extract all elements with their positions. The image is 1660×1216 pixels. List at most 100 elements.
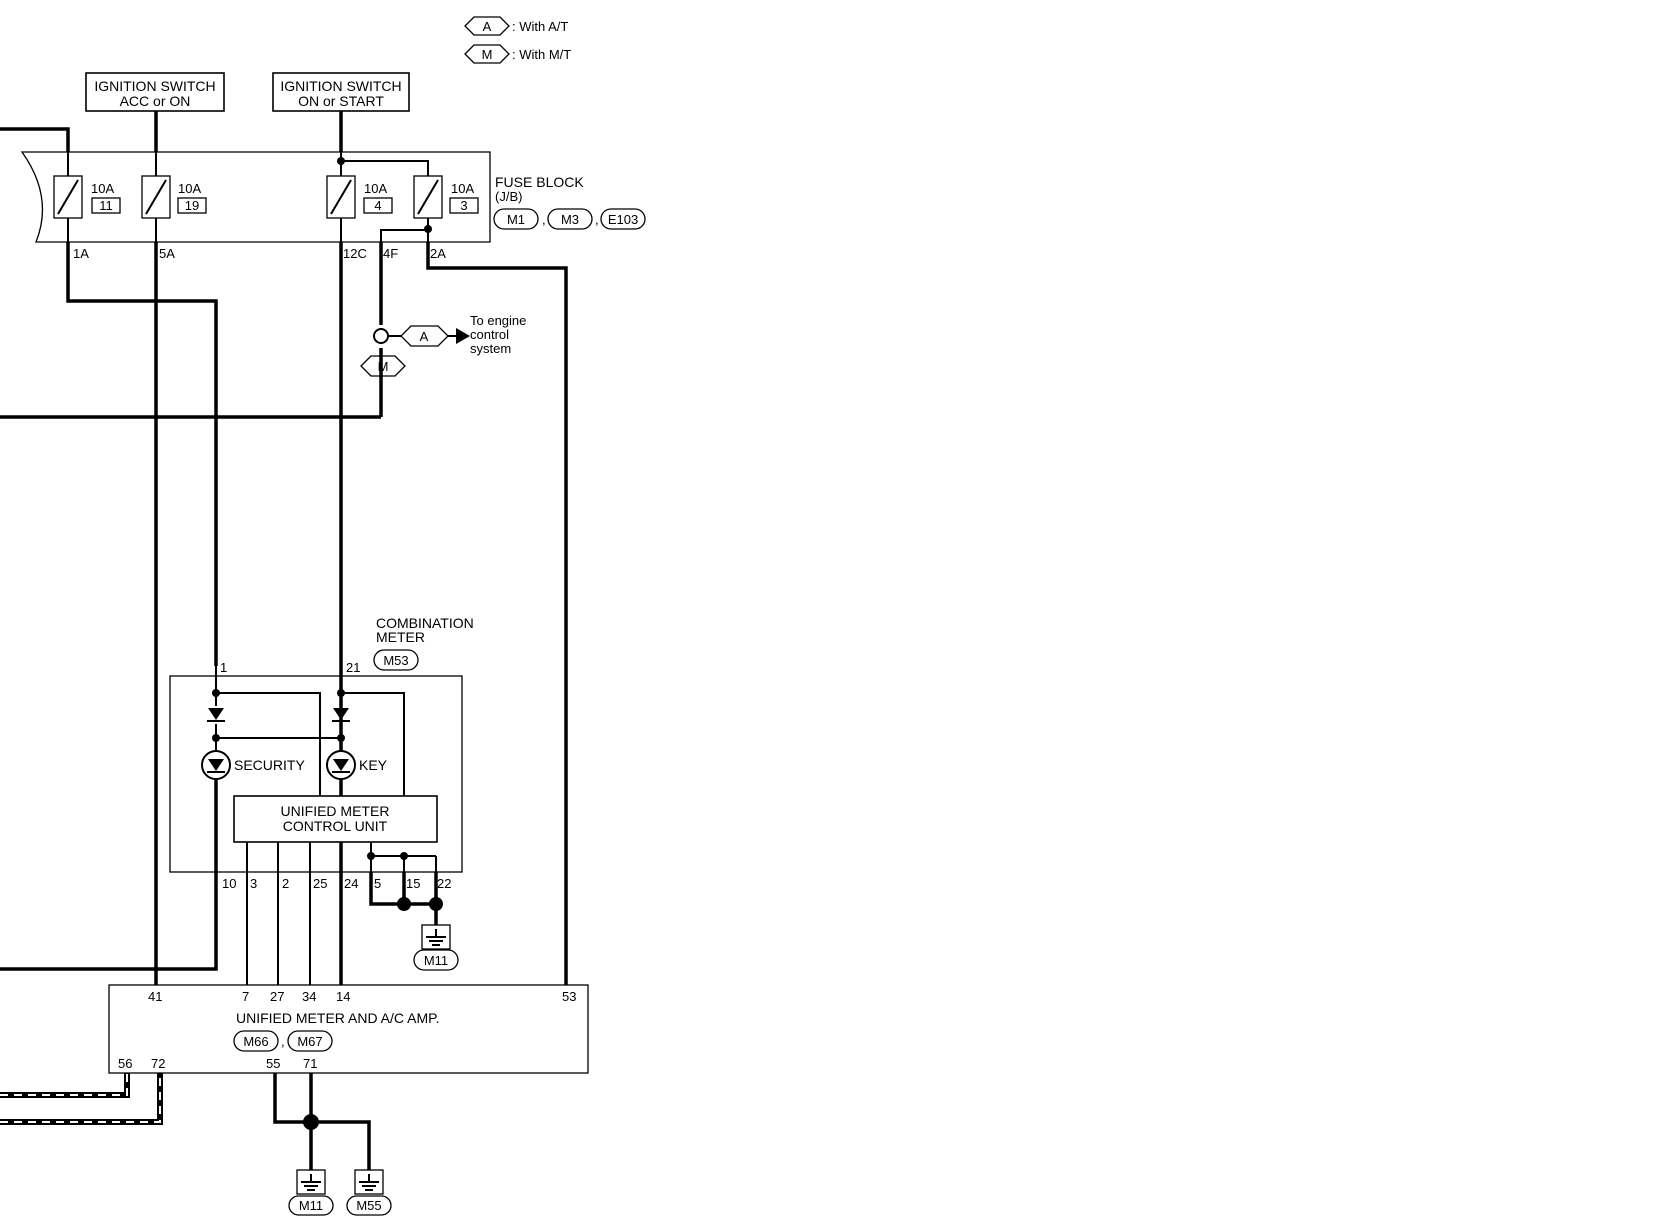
engine-tag-a: A <box>420 329 429 344</box>
amp-connector-m66: M66 <box>243 1034 268 1049</box>
ignition-on-line1: IGNITION SWITCH <box>280 78 401 94</box>
engine-tag-m: M <box>378 359 389 374</box>
ground-m11-bottom: M11 <box>288 1169 334 1216</box>
connector-m67-shape <box>287 1030 333 1052</box>
engine-text-line1: To engine <box>470 313 526 328</box>
legend-tag-a-shape <box>464 16 510 36</box>
control-unit-line2: CONTROL UNIT <box>283 818 388 834</box>
arrow-right-icon <box>456 328 470 344</box>
ignition-acc-line1: IGNITION SWITCH <box>94 78 215 94</box>
engine-text-line3: system <box>470 341 511 356</box>
ground-m55: M55 <box>346 1169 392 1216</box>
fuse-19-rating: 10A <box>178 181 201 196</box>
legend-tag-a: A <box>483 19 492 34</box>
control-unit-line1: UNIFIED METER <box>281 803 390 819</box>
fuse-11-rating: 10A <box>91 181 114 196</box>
combination-meter-title1: COMBINATION <box>376 615 474 631</box>
key-led-icon <box>326 750 356 780</box>
amp-pin-41: 41 <box>148 989 162 1004</box>
meter-pin-25: 25 <box>313 876 327 891</box>
legend-tag-m-shape <box>464 44 510 64</box>
meter-pin-22: 22 <box>437 876 451 891</box>
amp-pin-34: 34 <box>302 989 316 1004</box>
fuse-connector-m3: M3 <box>561 212 579 227</box>
ground-m11-meter: M11 <box>413 924 459 971</box>
ground-m11-meter-label: M11 <box>424 953 448 968</box>
legend-item-mt: M : With M/T <box>464 44 571 64</box>
ground-m55-connector-shape <box>346 1195 392 1216</box>
ground-m11-bottom-label: M11 <box>299 1198 323 1213</box>
fuse-4-number: 4 <box>374 198 381 213</box>
combination-meter: COMBINATION METER M53 1 21 <box>169 615 474 985</box>
legend-text-mt: : With M/T <box>512 47 571 62</box>
amp-pin-71: 71 <box>303 1056 317 1071</box>
amp-title: UNIFIED METER AND A/C AMP. <box>236 1010 440 1026</box>
connector-m66-shape <box>233 1030 279 1052</box>
terminal-12c: 12C <box>343 246 367 261</box>
fuse-internal-wiring <box>67 132 432 242</box>
amp-pin-53: 53 <box>562 989 576 1004</box>
connector-m3-shape <box>547 208 593 230</box>
meter-pin-5: 5 <box>374 876 381 891</box>
terminal-1a: 1A <box>73 246 89 261</box>
diode-security-icon <box>207 708 225 722</box>
ground-m11-meter-connector-shape <box>413 949 459 971</box>
legend-item-at: A : With A/T <box>464 16 568 36</box>
connector-m53-shape <box>373 649 419 671</box>
engine-tag-m-shape <box>360 355 406 377</box>
fuse-19: 10A 19 <box>141 175 207 219</box>
meter-pin-24: 24 <box>344 876 358 891</box>
fuse-block: FUSE BLOCK (J/B) M1 , M3 , E103 10A 11 1… <box>20 151 646 261</box>
connector-m1-shape <box>493 208 539 230</box>
fuse-4-rating: 10A <box>364 181 387 196</box>
amp-pin-55: 55 <box>266 1056 280 1071</box>
fuse-19-number: 19 <box>185 198 199 213</box>
ignition-switch-acc-box: IGNITION SWITCH ACC or ON <box>85 72 225 112</box>
ground-m55-label: M55 <box>356 1198 381 1213</box>
connector-m53: M53 <box>383 653 408 668</box>
unified-meter-ac-amp: 41 7 27 34 14 53 UNIFIED METER AND A/C A… <box>108 984 589 1074</box>
fuse-connector-e103: E103 <box>608 212 638 227</box>
meter-pin-3: 3 <box>250 876 257 891</box>
fuse-block-subtitle: (J/B) <box>495 189 522 204</box>
ground-m11-bottom-connector-shape <box>288 1195 334 1216</box>
key-label: KEY <box>359 757 388 773</box>
fuse-11-number: 11 <box>99 198 113 213</box>
fuse-connector-m1: M1 <box>507 212 525 227</box>
unified-meter-control-unit: UNIFIED METER CONTROL UNIT <box>233 795 438 843</box>
terminal-2a: 2A <box>430 246 446 261</box>
legend: A : With A/T M : With M/T <box>464 16 571 64</box>
ignition-acc-line2: ACC or ON <box>120 93 191 109</box>
meter-pin-2: 2 <box>282 876 289 891</box>
fuse-4: 10A 4 <box>326 175 393 219</box>
amp-connector-sep: , <box>281 1034 285 1049</box>
terminal-4f: 4F <box>383 246 398 261</box>
ignition-on-line2: ON or START <box>298 93 384 109</box>
fuse-connector-sep2: , <box>595 212 599 227</box>
combination-meter-title2: METER <box>376 629 425 645</box>
connector-e103-shape <box>600 208 646 230</box>
meter-pin-10: 10 <box>222 876 236 891</box>
engine-control-junction: A To engine control system M <box>360 313 526 377</box>
fuse-3-number: 3 <box>460 198 467 213</box>
terminal-5a: 5A <box>159 246 175 261</box>
amp-pin-72: 72 <box>151 1056 165 1071</box>
legend-text-at: : With A/T <box>512 19 568 34</box>
security-label: SECURITY <box>234 757 305 773</box>
diode-key-icon <box>332 708 350 722</box>
fuse-block-title: FUSE BLOCK <box>495 174 584 190</box>
fuse-3-rating: 10A <box>451 181 474 196</box>
ignition-switch-on-box: IGNITION SWITCH ON or START <box>272 72 410 112</box>
security-led-icon <box>201 750 231 780</box>
bottom-wiring: M11 M55 <box>0 1073 392 1216</box>
fuse-3: 10A 3 <box>413 175 479 219</box>
amp-pin-27: 27 <box>270 989 284 1004</box>
amp-pin-56: 56 <box>118 1056 132 1071</box>
fuse-11: 10A 11 <box>53 175 121 219</box>
amp-connector-m67: M67 <box>297 1034 322 1049</box>
engine-text-line2: control <box>470 327 509 342</box>
legend-tag-m: M <box>482 47 493 62</box>
amp-pin-7: 7 <box>242 989 249 1004</box>
